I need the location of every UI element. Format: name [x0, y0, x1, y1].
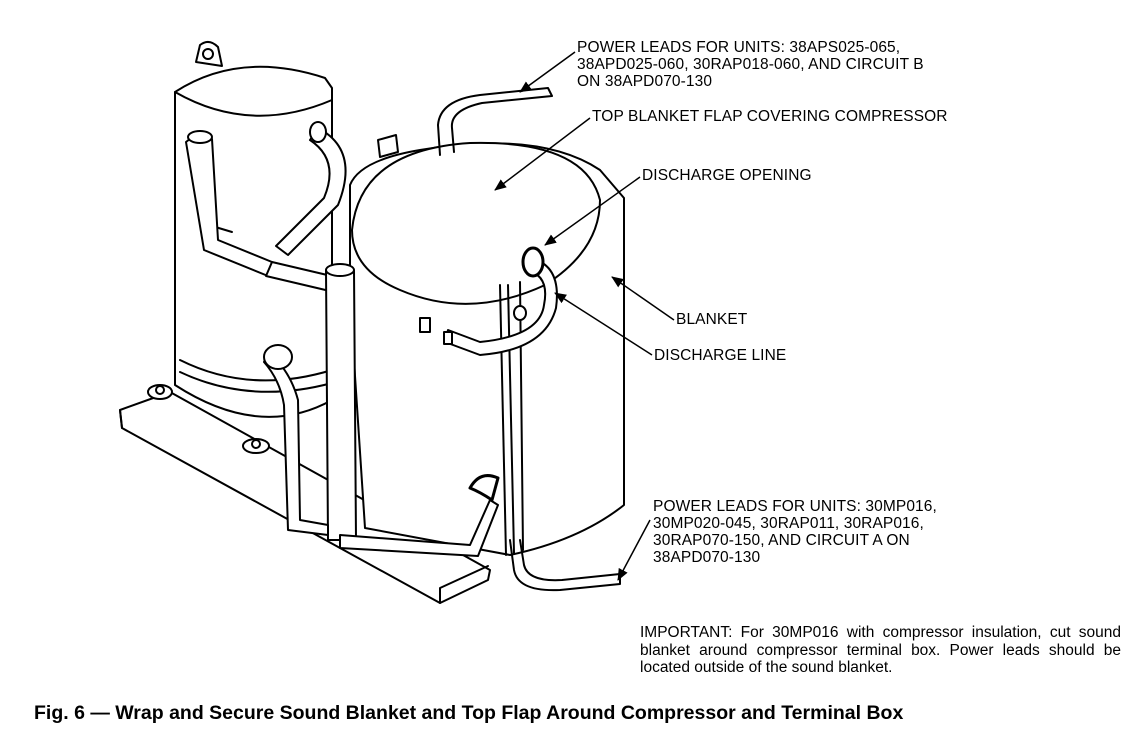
suction-line-lower	[263, 351, 329, 536]
label-top-blanket-flap: TOP BLANKET FLAP COVERING COMPRESSOR	[592, 108, 948, 125]
label-discharge-line: DISCHARGE LINE	[654, 347, 787, 364]
riser-pipe	[325, 269, 357, 541]
left-compressor	[174, 65, 333, 418]
equalizer-pipe	[275, 127, 347, 256]
leader-lines	[494, 51, 675, 581]
mounting-bolts	[147, 384, 270, 454]
power-leads-top	[437, 87, 553, 156]
label-discharge-opening: DISCHARGE OPENING	[642, 167, 812, 184]
label-blanket: BLANKET	[676, 311, 748, 328]
fittings	[419, 317, 453, 345]
label-power-leads-bottom: POWER LEADS FOR UNITS: 30MP016, 30MP020-…	[653, 498, 937, 566]
terminal-box	[377, 134, 399, 158]
important-note: IMPORTANT: For 30MP016 with compressor i…	[640, 624, 1121, 676]
label-power-leads-top: POWER LEADS FOR UNITS: 38APS025-065, 38A…	[577, 39, 924, 90]
lower-pipe	[339, 499, 499, 557]
figure-caption: Fig. 6 — Wrap and Secure Sound Blanket a…	[34, 702, 904, 724]
